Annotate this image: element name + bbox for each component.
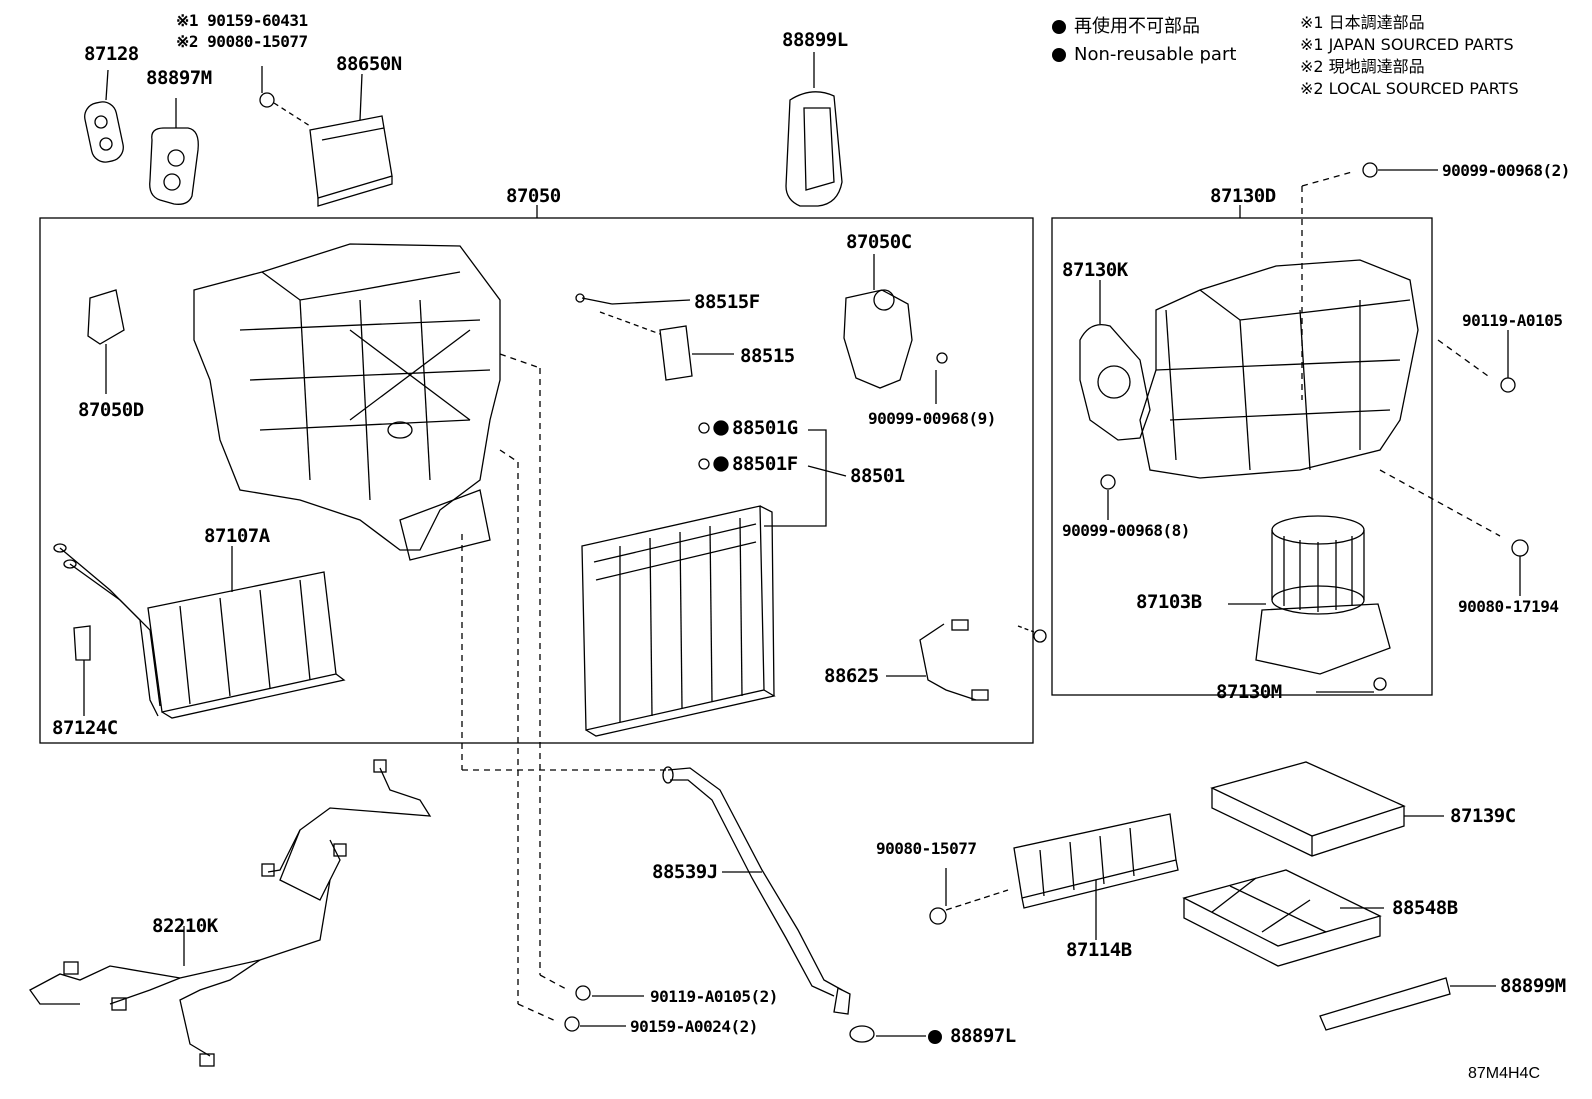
diagram-code: 87M4H4C (1467, 1065, 1540, 1082)
label-87050C: 87050C (846, 231, 912, 253)
label-90080-15077: 90080-15077 (876, 839, 977, 858)
panel-87114B (1013, 813, 1179, 940)
grommet-87128 (84, 69, 124, 163)
label-90099-00968-9: 90099-00968(9) (868, 409, 996, 428)
assembly-87130D-frame (1051, 217, 1433, 696)
label-90080-17194: 90080-17194 (1458, 597, 1559, 616)
clip-87124C (73, 625, 91, 716)
bolt-90159-60431 (259, 66, 311, 127)
filter-87139C (1210, 761, 1444, 857)
wire-harness-82210K (29, 759, 432, 1067)
legend-non-reusable-en: Non-reusable part (1052, 44, 1236, 66)
label-88548B: 88548B (1392, 897, 1458, 919)
legend-note2-jp: ※2 現地調達部品 (1300, 57, 1425, 76)
evaporator-88501 (581, 505, 776, 737)
label-82210K: 82210K (152, 915, 218, 937)
label-bolt-note2: ※2 90080-15077 (176, 32, 308, 51)
motor-87050C (843, 254, 948, 404)
dashed-leaders-87130D (1301, 171, 1501, 537)
label-88539J: 88539J (652, 861, 718, 883)
hvac-unit-87050 (193, 243, 501, 561)
grommet-88897M (149, 98, 199, 205)
label-88650N: 88650N (336, 53, 402, 75)
label-88899L: 88899L (782, 29, 848, 51)
blower-case-87130D (1139, 259, 1419, 479)
label-88501G: 88501G (732, 417, 798, 439)
label-90119-A0105-2: 90119-A0105(2) (650, 987, 778, 1006)
label-88501: 88501 (850, 465, 905, 487)
expansion-valve-88515 (575, 293, 734, 381)
label-90119-A0105: 90119-A0105 (1462, 311, 1563, 330)
label-87130K: 87130K (1062, 259, 1128, 281)
blower-motor-87103B (1228, 515, 1391, 693)
label-88625: 88625 (824, 665, 879, 687)
legend-note1-jp: ※1 日本調達部品 (1300, 13, 1425, 32)
dashed-leaders-87050 (461, 353, 666, 1023)
legend-note1-en: ※1 JAPAN SOURCED PARTS (1300, 35, 1514, 54)
drain-hose-88539J (662, 766, 851, 1015)
label-87124C: 87124C (52, 717, 118, 739)
label-87128: 87128 (84, 43, 139, 65)
label-87107A: 87107A (204, 525, 270, 547)
cover-87130K (1079, 280, 1151, 441)
label-87130D: 87130D (1210, 185, 1276, 207)
label-87050D: 87050D (78, 399, 144, 421)
label-88899M: 88899M (1500, 975, 1566, 997)
bullet-icon (1052, 48, 1066, 62)
sensor-87050D (87, 289, 125, 394)
label-88515F: 88515F (694, 291, 760, 313)
label-90159-A0024-2: 90159-A0024(2) (630, 1017, 758, 1036)
label-90099-00968-2: 90099-00968(2) (1442, 161, 1570, 180)
label-88501F: 88501F (732, 453, 798, 475)
ecu-88650N (309, 73, 393, 207)
label-90099-00968-8: 90099-00968(8) (1062, 521, 1190, 540)
label-87114B: 87114B (1066, 939, 1132, 961)
legend-note2-en: ※2 LOCAL SOURCED PARTS (1300, 79, 1519, 98)
legend-non-reusable-jp: 再使用不可部品 (1052, 16, 1200, 38)
label-87130M: 87130M (1216, 681, 1282, 703)
label-87139C: 87139C (1450, 805, 1516, 827)
tray-88548B (1182, 869, 1384, 967)
label-88897M: 88897M (146, 67, 212, 89)
strip-88899M (1319, 977, 1496, 1031)
heater-core-87107A (53, 543, 346, 719)
sensor-wire-88625 (886, 619, 1047, 701)
bullet-icon (1052, 20, 1066, 34)
label-87050: 87050 (506, 185, 561, 207)
cover-88899L (785, 52, 843, 207)
label-bolt-note1: ※1 90159-60431 (176, 11, 308, 30)
non-reusable-bullet-icon (928, 1029, 942, 1044)
label-88897L: 88897L (928, 1026, 1016, 1046)
label-87103B: 87103B (1136, 591, 1202, 613)
label-88515: 88515 (740, 345, 795, 367)
